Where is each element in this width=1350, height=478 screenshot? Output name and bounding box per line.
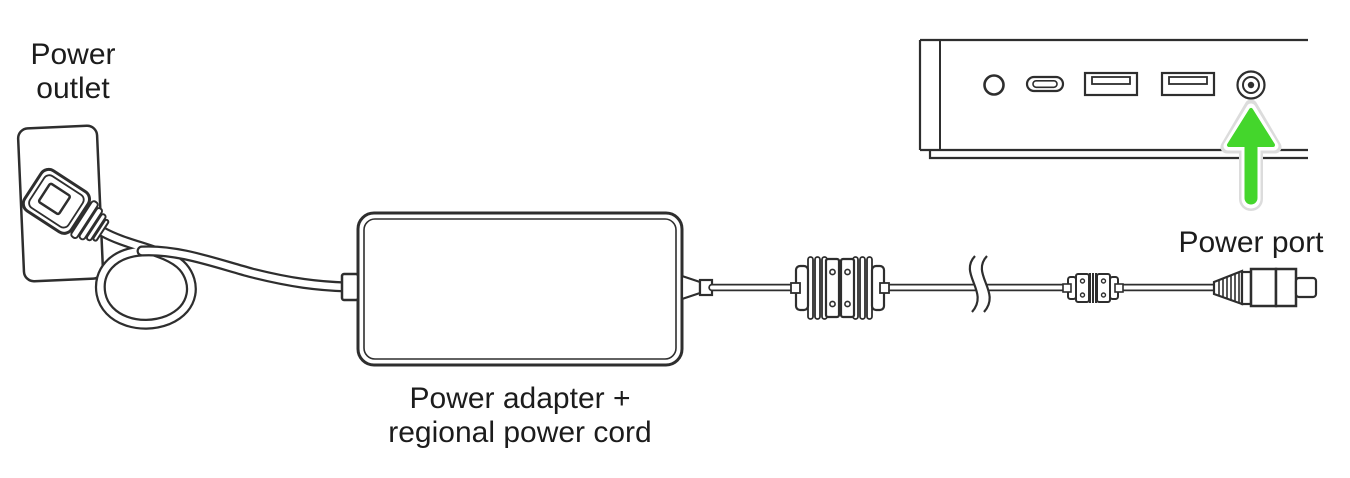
label-power-outlet-line2: outlet <box>36 72 110 105</box>
label-power-adapter-line1: Power adapter + <box>409 382 631 415</box>
usb-a-port-1-icon <box>1083 71 1139 97</box>
usb-a-port-2-icon <box>1160 71 1216 97</box>
adapter-inlet-stub <box>340 272 360 302</box>
dc-barrel-plug-icon <box>1212 267 1318 308</box>
label-power-adapter: Power adapter + regional power cord <box>360 382 680 450</box>
power-port-arrow-icon <box>1220 99 1282 211</box>
label-power-outlet-line1: Power <box>30 38 116 71</box>
cable-break-symbol-icon <box>968 255 991 313</box>
power-port-icon <box>1236 70 1266 100</box>
device-bottom-lip <box>928 150 1308 160</box>
label-power-port-text: Power port <box>1178 226 1324 259</box>
power-plug-icon <box>21 167 110 242</box>
adapter-outlet-boot <box>680 274 702 301</box>
power-adapter-body <box>340 211 714 367</box>
inline-connector-icon <box>1062 272 1124 304</box>
label-power-port: Power port <box>1150 226 1350 260</box>
label-power-adapter-line2: regional power cord <box>388 416 652 449</box>
label-power-outlet: Power outlet <box>0 38 146 106</box>
round-connector-port-icon <box>983 74 1005 96</box>
usb-c-port-icon <box>1025 75 1065 93</box>
cable-coupler-icon <box>790 256 890 320</box>
regional-power-cord <box>94 226 353 330</box>
